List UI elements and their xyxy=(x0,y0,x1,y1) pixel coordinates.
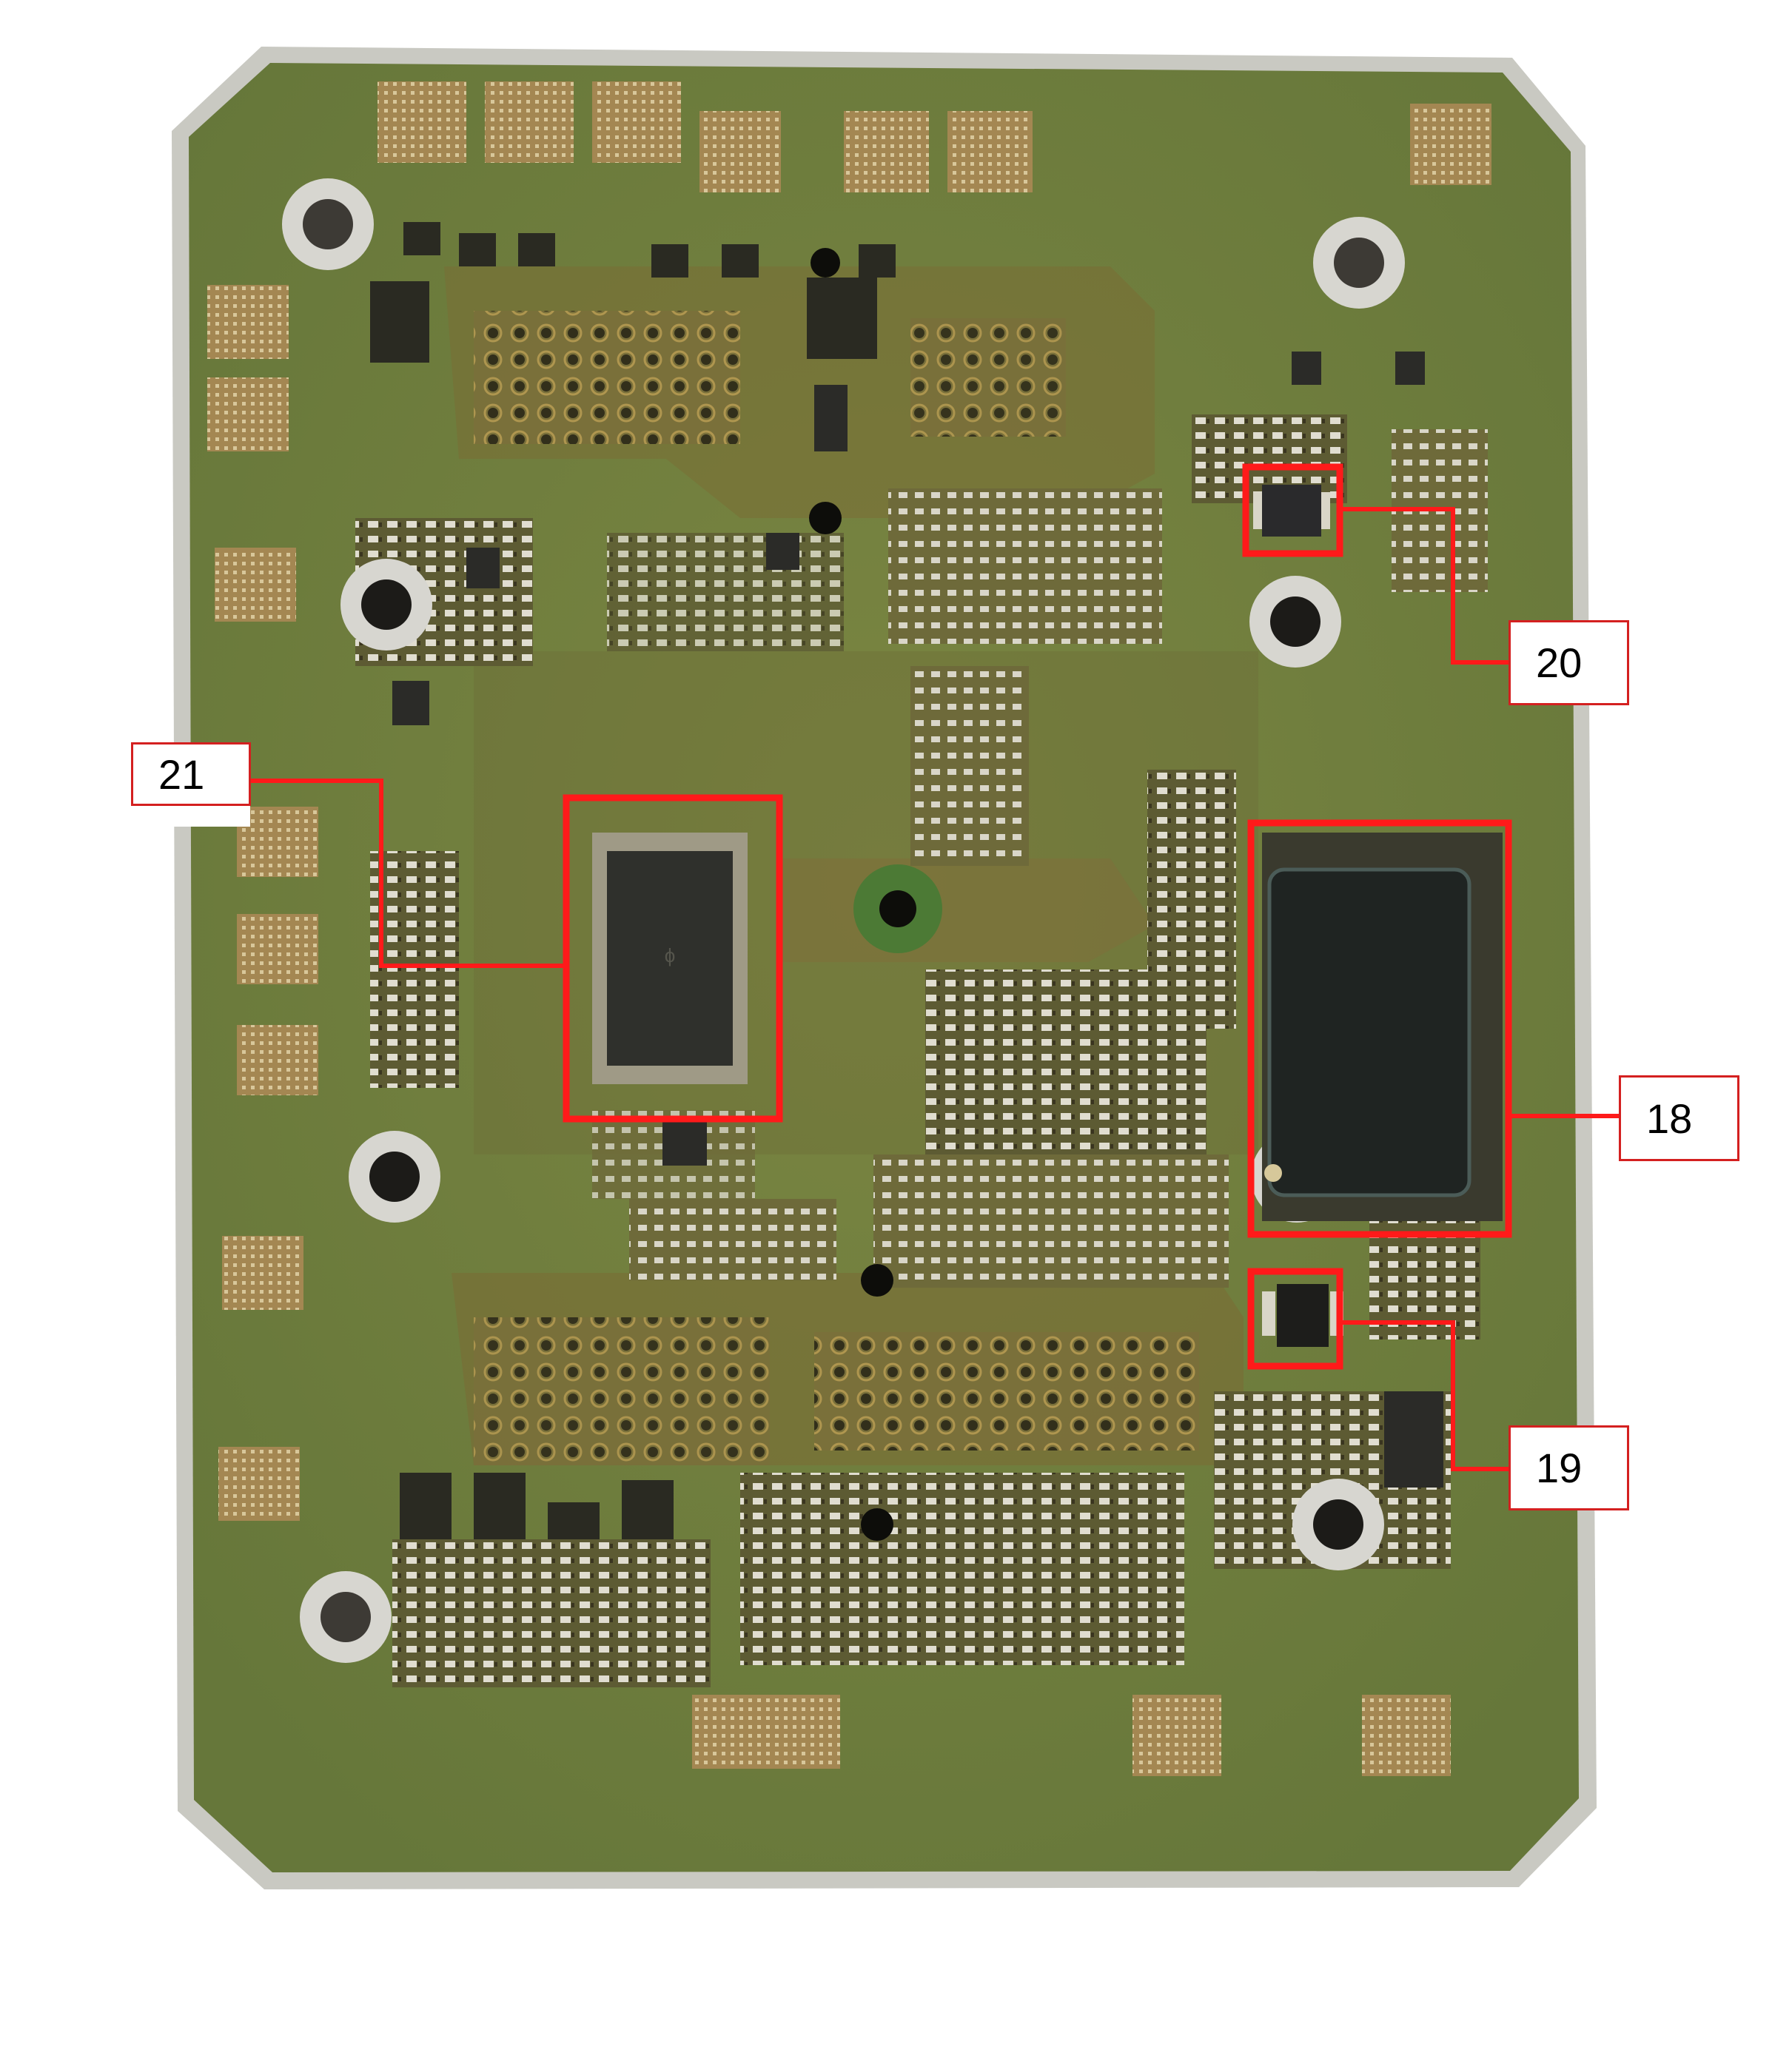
highlight-box-21 xyxy=(563,794,783,1123)
leader-lines xyxy=(250,507,1620,1471)
leader-20 xyxy=(1340,507,1510,665)
leader-21 xyxy=(250,779,566,968)
callout-label-21: 21 xyxy=(131,742,251,806)
soic-chip-19 xyxy=(1262,1284,1343,1347)
svg-text:ϕ: ϕ xyxy=(665,944,676,967)
callout-text-20: 20 xyxy=(1536,639,1583,686)
small-ics xyxy=(392,352,1443,1488)
power-transistors xyxy=(370,222,896,1569)
callout-label-19: 19 xyxy=(1509,1425,1629,1510)
large-vias xyxy=(809,248,942,1541)
callout-label-18: 18 xyxy=(1619,1075,1739,1161)
highlight-box-19 xyxy=(1247,1268,1343,1370)
callout-text-19: 19 xyxy=(1536,1445,1583,1491)
callout-label-20: 20 xyxy=(1509,620,1629,705)
callout-text-21: 21 xyxy=(158,750,205,798)
qfp-chip-21: ϕ xyxy=(592,833,748,1084)
mounting-holes xyxy=(282,178,1405,1663)
left-inductors xyxy=(207,285,1451,1776)
bga-chip-18 xyxy=(1262,833,1503,1221)
soic-chip-20 xyxy=(1253,485,1330,537)
highlight-box-18 xyxy=(1247,819,1512,1238)
leader-19 xyxy=(1340,1320,1510,1471)
top-inductors xyxy=(377,81,1491,192)
annotations xyxy=(563,463,1512,1370)
callout-text-18: 18 xyxy=(1646,1095,1693,1142)
